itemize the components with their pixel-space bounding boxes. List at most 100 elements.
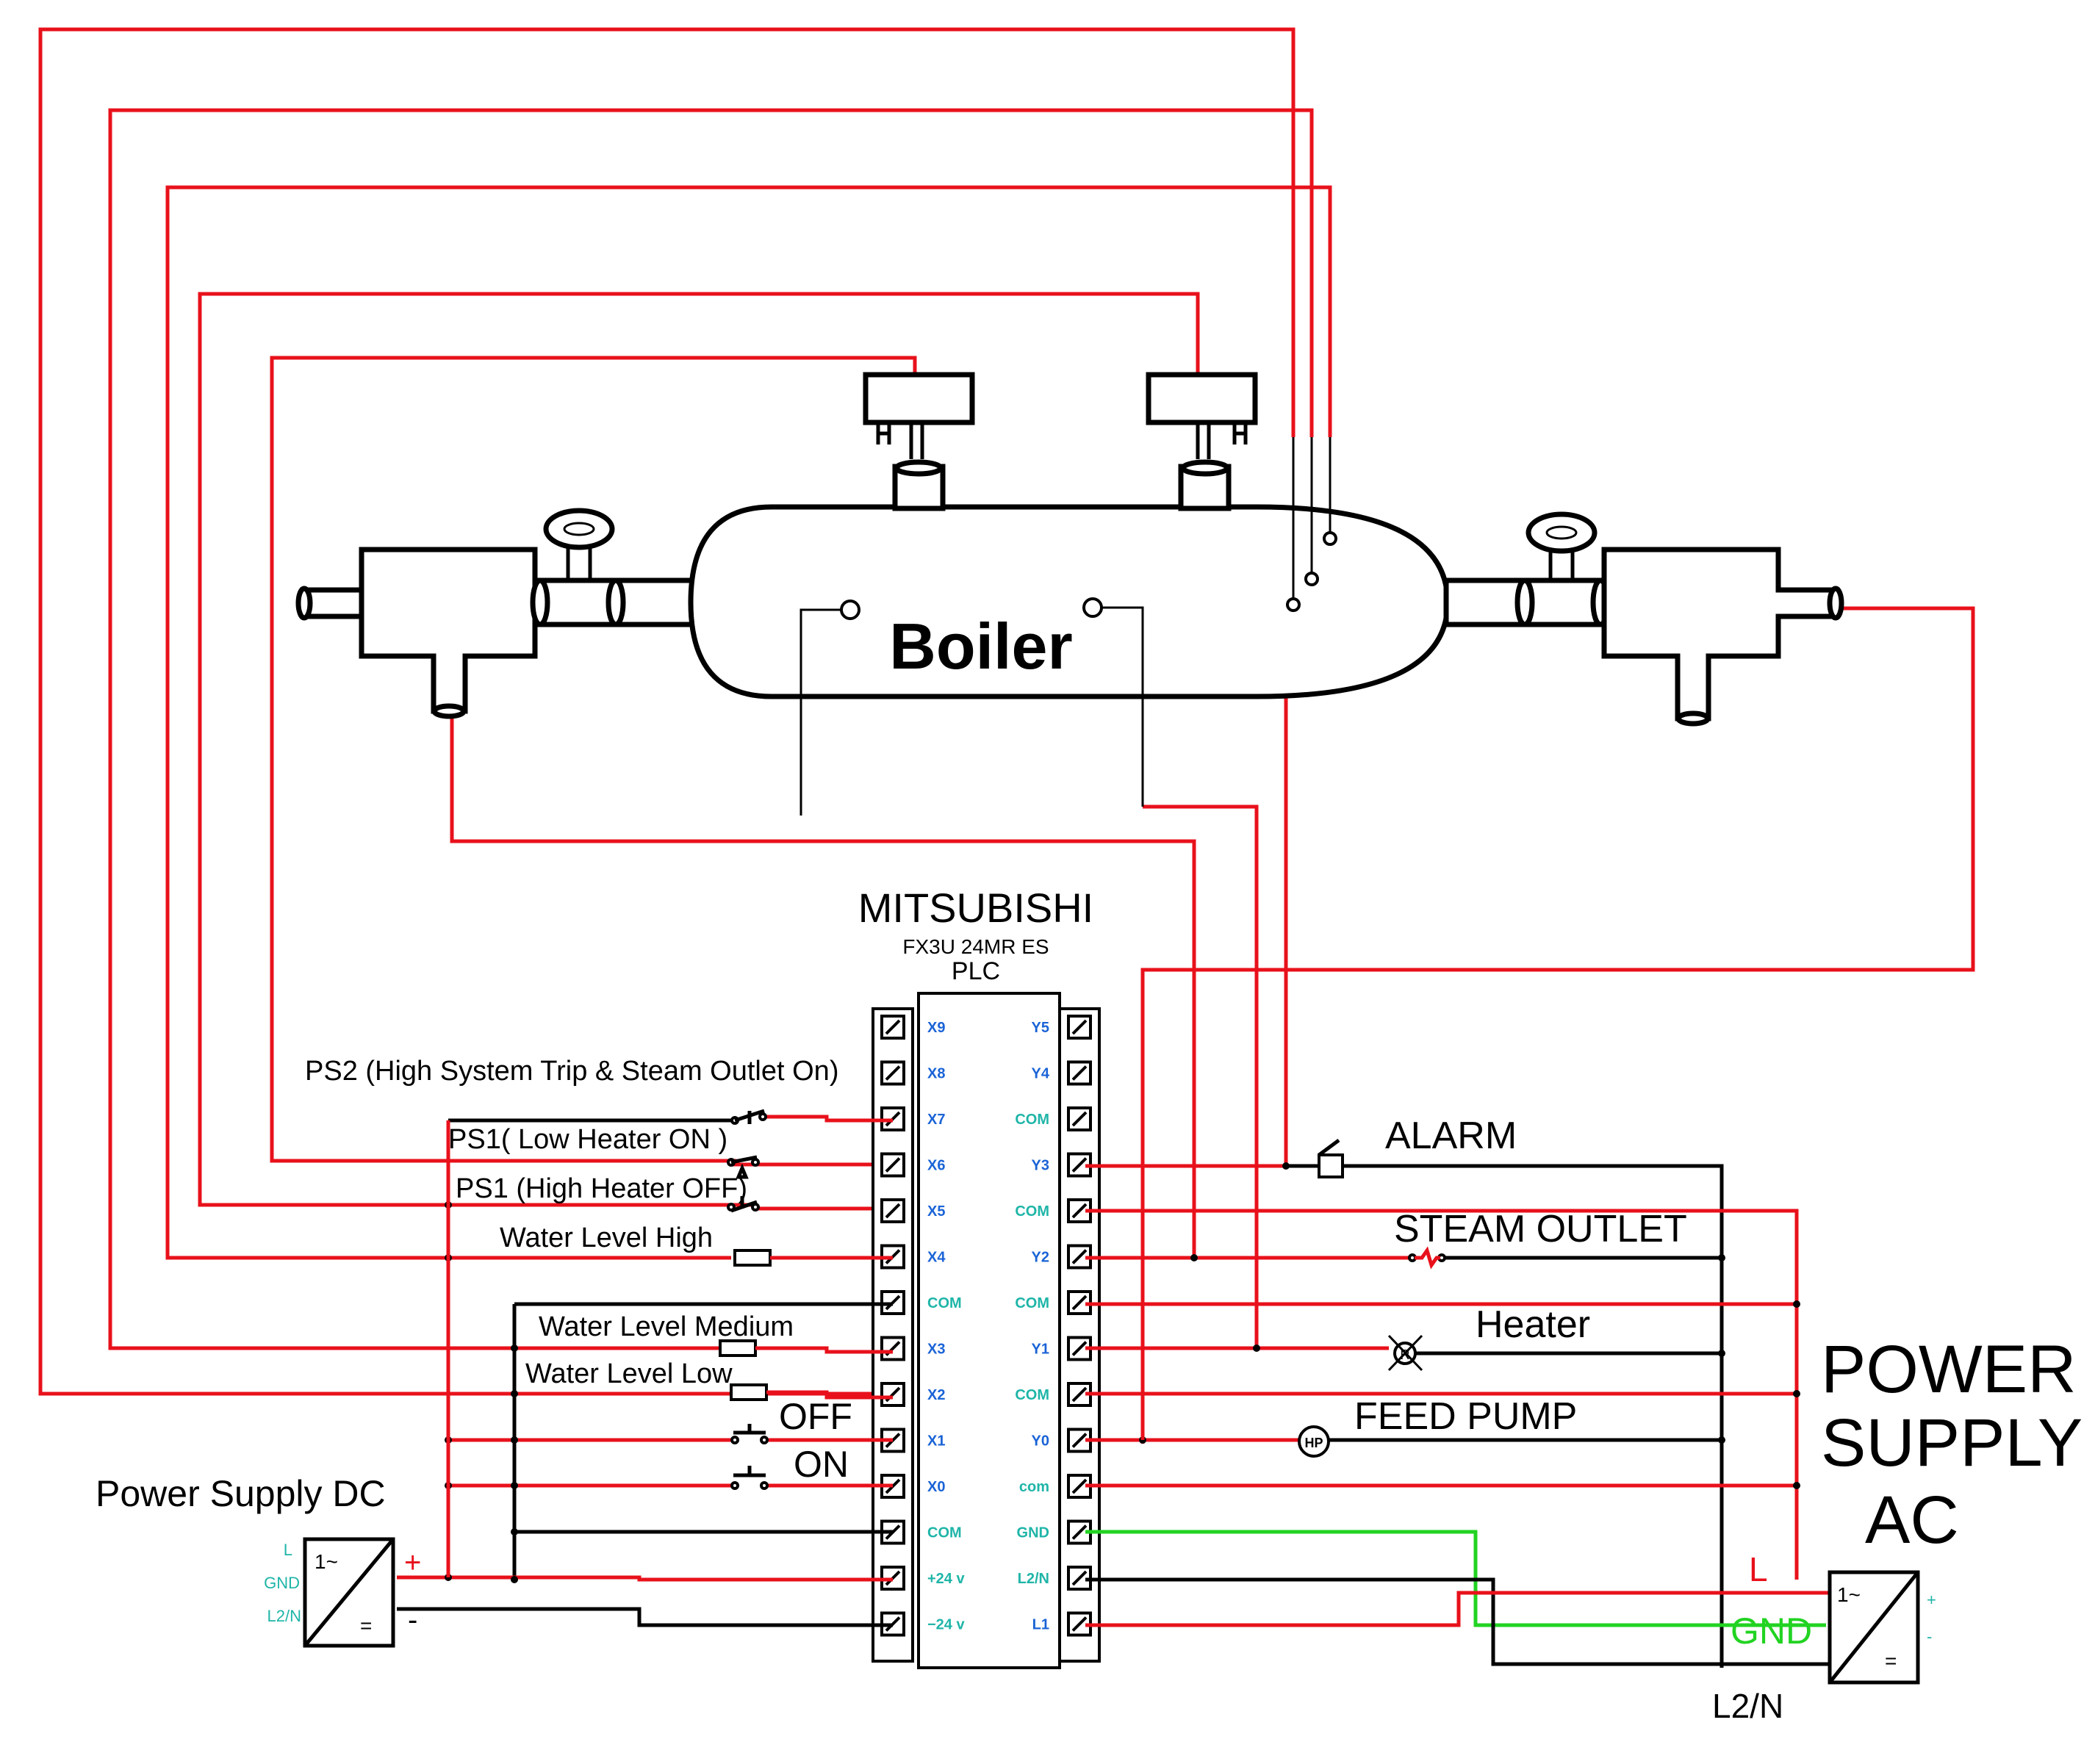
plc-terminal-right-12-screw: [1071, 1570, 1088, 1586]
plc-terminal-right-4-screw: [1071, 1203, 1088, 1219]
plc-label-right-11: GND: [1017, 1525, 1049, 1541]
plc-terminal-right-1: [1067, 1060, 1092, 1086]
plc-label-left-3: X6: [927, 1158, 945, 1174]
plc-label-left-2: X7: [927, 1112, 945, 1128]
input-wiring: PS2 (High System Trip & Steam Outlet On)…: [305, 1056, 893, 1627]
plc-label-left-8: X2: [927, 1387, 945, 1403]
plc-label-right-12: L2/N: [1018, 1571, 1049, 1587]
label-steam: STEAM OUTLET: [1394, 1208, 1687, 1250]
float-switch-right: [1146, 372, 1258, 425]
plc-label-left-10: X0: [927, 1479, 945, 1495]
boiler: Boiler: [295, 372, 1844, 816]
plc-label-left-5: X4: [927, 1250, 946, 1266]
label-wl-low: Water Level Low: [525, 1358, 733, 1389]
plc-label-right-8: COM: [1015, 1387, 1049, 1403]
plc: MITSUBISHI FX3U 24MR ES PLC X9X8X7X6X5X4…: [858, 885, 1101, 1669]
label-pump: FEED PUMP: [1354, 1395, 1577, 1438]
dc-pin-l2n: L2/N: [267, 1607, 301, 1625]
plc-label-left-12: +24 v: [927, 1571, 965, 1587]
plc-label-left-1: X8: [927, 1066, 945, 1082]
boiler-title: Boiler: [889, 610, 1072, 683]
plc-label-right-9: Y0: [1032, 1433, 1049, 1450]
plc-label-right-6: COM: [1015, 1295, 1049, 1311]
label-wl-medium: Water Level Medium: [539, 1311, 794, 1342]
plc-terminal-right-2-screw: [1071, 1111, 1088, 1127]
pump-icon-letters: HP: [1304, 1436, 1323, 1450]
plc-label-right-1: Y4: [1032, 1066, 1050, 1082]
dc-minus: -: [408, 1604, 417, 1636]
plc-label-right-7: Y1: [1032, 1342, 1049, 1358]
plc-label-left-4: X5: [927, 1203, 945, 1220]
plc-terminal-left-4-screw: [885, 1203, 901, 1219]
ac-power-supply: POWER SUPPLY AC 1~ = + - L GND L2/N: [1712, 1332, 2083, 1725]
off-button: [733, 1424, 766, 1435]
plc-terminal-right-10-screw: [1071, 1478, 1088, 1494]
plc-label-left-7: X3: [927, 1342, 945, 1358]
ac-minus: -: [1927, 1627, 1932, 1646]
plc-label-right-5: Y2: [1032, 1250, 1049, 1266]
dc-pin-l: L: [284, 1541, 292, 1559]
label-ps2: PS2 (High System Trip & Steam Outlet On): [305, 1056, 838, 1087]
plc-label-left-13: −24 v: [927, 1617, 965, 1633]
ac-label-gnd: GND: [1731, 1610, 1812, 1652]
ac-title-2: SUPPLY: [1821, 1405, 2083, 1480]
sensor-wires: [38, 27, 1975, 1444]
plc-terminal-right-11-screw: [1071, 1524, 1088, 1540]
plc-model: FX3U 24MR ES: [902, 935, 1049, 958]
plc-terminal-left-0: [880, 1015, 905, 1040]
dc-pin-gnd: GND: [264, 1574, 300, 1592]
left-valve-handwheel: [543, 508, 615, 550]
ac-label-l: L: [1749, 1550, 1768, 1588]
plc-terminal-right-9-screw: [1071, 1433, 1088, 1448]
ac-title-1: POWER: [1821, 1332, 2077, 1407]
level-probe-medium: [1304, 572, 1319, 586]
label-ps1-high: PS1 (High Heater OFF): [456, 1173, 747, 1204]
label-wl-high: Water Level High: [500, 1223, 713, 1253]
plc-terminal-right-0-screw: [1071, 1019, 1088, 1035]
plc-label-left-6: COM: [927, 1295, 962, 1311]
plc-terminal-right-3-screw: [1071, 1157, 1088, 1173]
level-probe-high: [1323, 531, 1337, 546]
plc-terminal-right-7-screw: [1071, 1341, 1088, 1356]
plc-label-left-0: X9: [927, 1020, 945, 1036]
ac-title-3: AC: [1865, 1483, 1959, 1558]
right-probe: [1082, 597, 1103, 618]
right-valve-handwheel: [1526, 511, 1598, 554]
dc-symbol-ac: 1~: [315, 1550, 338, 1573]
plc-terminal-right-2: [1067, 1106, 1092, 1131]
plc-brand: MITSUBISHI: [858, 885, 1093, 931]
boiler-vessel: [688, 504, 1451, 699]
left-probe: [840, 600, 860, 620]
dc-plus: +: [404, 1547, 421, 1579]
plc-label-right-3: Y3: [1032, 1158, 1049, 1174]
steam-valve-icon: [1415, 1246, 1440, 1270]
plc-terminal-right-1-screw: [1071, 1065, 1088, 1081]
alarm-icon: [1318, 1153, 1344, 1178]
label-on: ON: [794, 1444, 849, 1485]
plc-terminal-right-13-screw: [1071, 1616, 1088, 1632]
ac-plus: +: [1927, 1591, 1936, 1609]
ac-symbol-ac: 1~: [1837, 1583, 1861, 1606]
plc-label-right-13: L1: [1032, 1617, 1049, 1633]
ac-symbol-dc: =: [1885, 1649, 1897, 1672]
plc-label-right-0: Y5: [1032, 1020, 1049, 1036]
dc-symbol-dc: =: [360, 1614, 372, 1637]
label-heater: Heater: [1476, 1303, 1590, 1346]
label-off: OFF: [779, 1396, 852, 1437]
dc-supply-title: Power Supply DC: [96, 1473, 386, 1514]
output-wiring: ALARM STEAM OUTLET R Heater HP FEED PUMP: [1085, 970, 1828, 1668]
plc-terminal-right-6-screw: [1071, 1295, 1088, 1311]
plc-label-right-10: com: [1019, 1479, 1049, 1495]
plc-label-right-4: COM: [1015, 1203, 1049, 1220]
plc-terminal-left-0-screw: [885, 1019, 901, 1035]
float-switch-left: [863, 372, 975, 425]
plc-type: PLC: [952, 957, 1000, 985]
on-button: [733, 1466, 766, 1477]
plc-label-right-2: COM: [1015, 1112, 1049, 1128]
dc-power-supply: Power Supply DC 1~ = L GND L2/N + -: [96, 1473, 421, 1648]
plc-label-left-11: COM: [927, 1525, 962, 1541]
label-ps1-low: PS1( Low Heater ON ): [448, 1124, 727, 1155]
ac-label-l2n: L2/N: [1712, 1687, 1783, 1725]
plc-label-left-9: X1: [927, 1433, 945, 1450]
